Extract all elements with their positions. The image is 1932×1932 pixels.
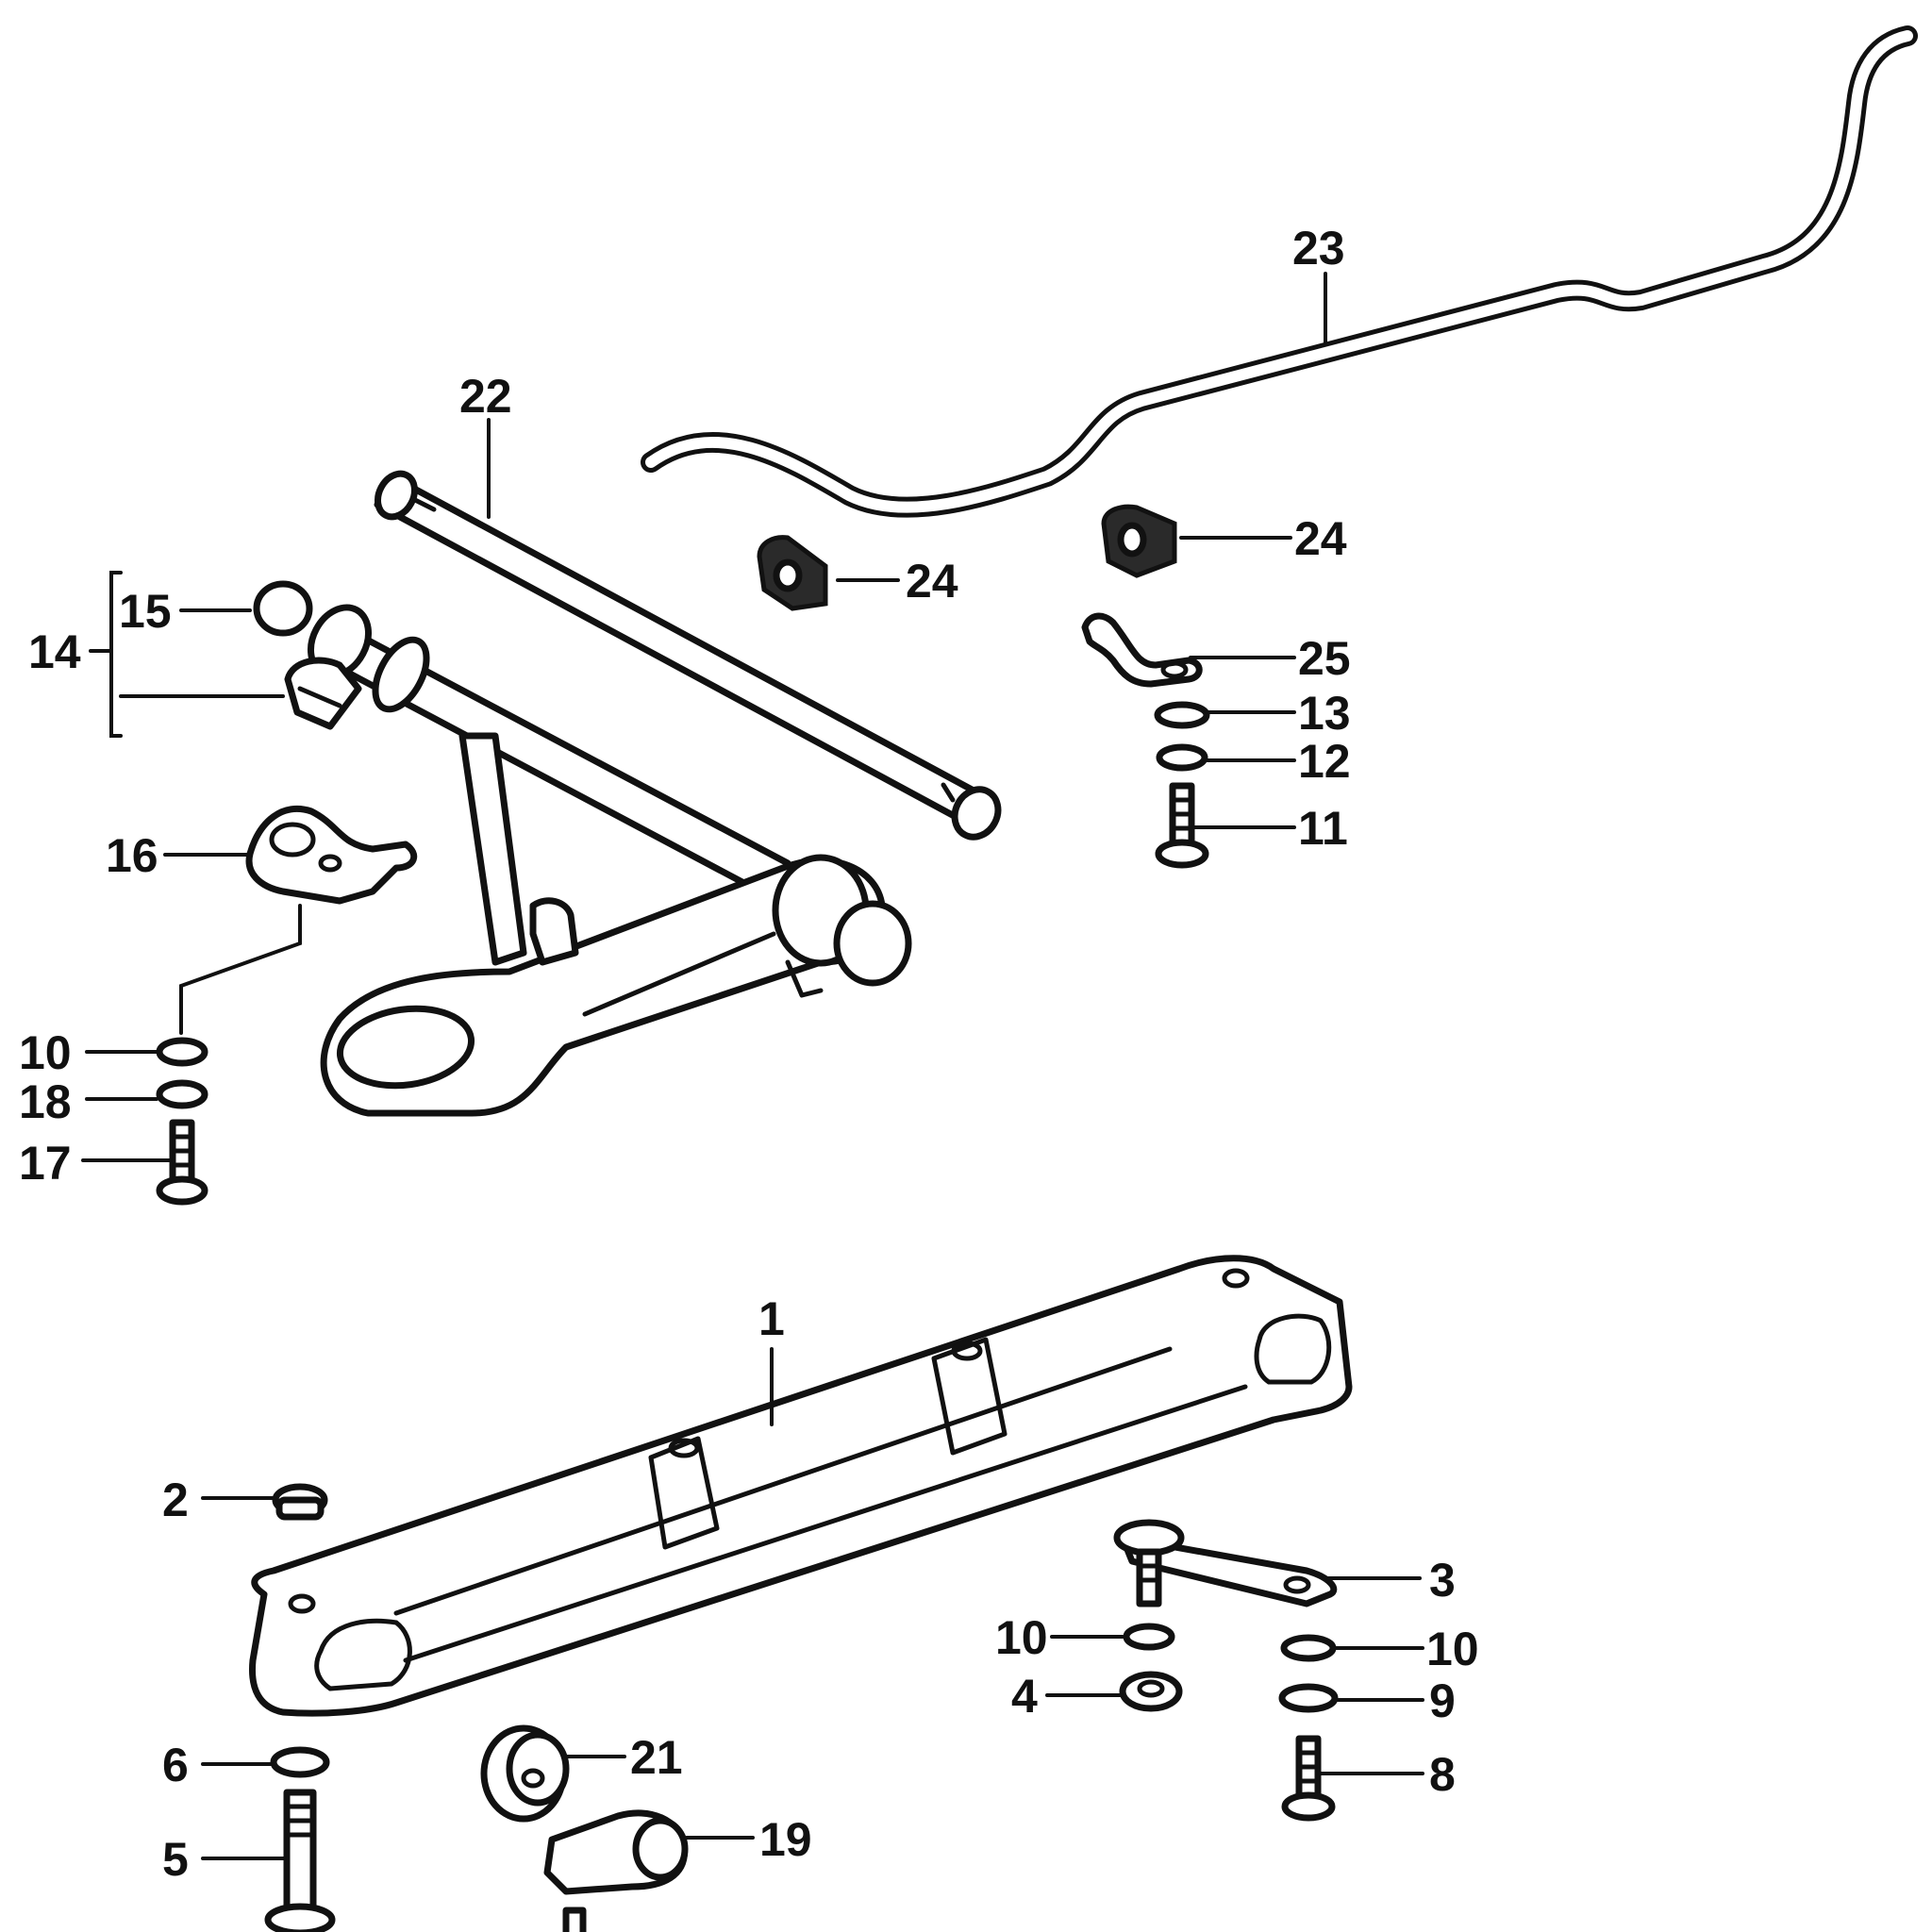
mount-bracket-part-19 [543,1809,689,1932]
washer-part-12 [1156,743,1208,772]
callout-23: 23 [1292,222,1345,275]
callout-19: 19 [759,1813,812,1866]
bearing-cap-part-15 [253,580,313,637]
washer-part-13 [1154,701,1210,729]
stabilizer-bar-part-23 [641,25,1918,518]
callout-22: 22 [459,370,512,423]
callout-12: 12 [1298,735,1351,788]
nut-part-4 [1119,1671,1183,1712]
bushing-part-24-left [757,535,828,611]
callout-13: 13 [1298,687,1351,740]
washer-part-10-left [156,1037,208,1067]
callout-17: 17 [19,1137,72,1190]
callout-10-left: 10 [19,1026,72,1079]
washer-part-6 [270,1746,330,1778]
callout-11: 11 [1298,802,1348,855]
callout-24-left: 24 [906,555,958,608]
callout-4: 4 [1011,1670,1038,1723]
leader-lines [81,272,1424,1860]
callout-14: 14 [28,625,81,678]
callout-6: 6 [162,1739,189,1791]
clamp-bracket-part-16 [245,805,418,905]
bearing-bracket-part-14 [284,657,362,730]
callout-16: 16 [106,829,158,882]
bolt-part-17 [156,1119,208,1206]
bolt-part-5 [264,1789,336,1932]
callout-labels: 23 22 24 24 25 13 12 11 15 14 16 10 18 1… [19,222,1479,1886]
callout-25: 25 [1298,632,1351,685]
callout-18: 18 [19,1075,72,1128]
clamp-strap-part-25 [1081,612,1203,688]
bolt-part-11 [1155,782,1209,869]
callout-1: 1 [758,1292,785,1345]
callout-9: 9 [1429,1674,1456,1727]
cross-member-part-1 [248,1255,1353,1717]
callout-5: 5 [162,1833,189,1886]
callout-10-right: 10 [1426,1623,1479,1675]
callout-8: 8 [1429,1748,1456,1801]
torsion-bar-part-22 [374,470,1002,841]
rubber-disc-part-21 [480,1724,570,1823]
washer-part-9 [1278,1683,1339,1713]
callout-2: 2 [162,1474,189,1526]
callout-15: 15 [119,585,172,638]
bracket-plate-part-3 [1113,1519,1338,1607]
washer-part-10-right [1280,1634,1337,1662]
washer-part-10-center [1123,1623,1175,1651]
callout-10-center: 10 [995,1611,1048,1664]
washer-part-18 [156,1079,208,1109]
bolt-part-8 [1281,1735,1336,1822]
callout-3: 3 [1429,1554,1456,1607]
callout-21: 21 [630,1731,683,1784]
bushing-part-24-right [1101,504,1177,578]
nut-part-2 [272,1483,328,1521]
callout-24-right: 24 [1294,512,1347,565]
